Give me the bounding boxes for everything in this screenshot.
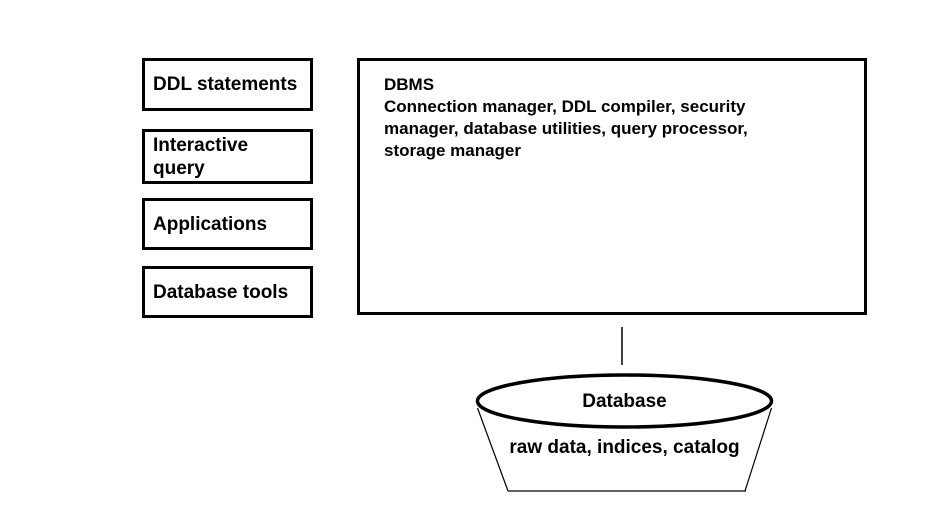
node-database-tools: Database tools (142, 266, 313, 318)
node-dbms: DBMS Connection manager, DDL compiler, s… (357, 58, 867, 315)
node-interactive-query-label: Interactive query (153, 134, 249, 179)
node-database-tools-label: Database tools (153, 281, 289, 303)
dbms-components: Connection manager, DDL compiler, securi… (384, 97, 748, 160)
database-contents: raw data, indices, catalog (509, 437, 740, 458)
node-applications-label: Applications (153, 213, 268, 235)
node-applications: Applications (142, 198, 313, 250)
dbms-title: DBMS (384, 75, 435, 94)
node-ddl-statements: DDL statements (142, 58, 313, 111)
node-interactive-query: Interactive query (142, 129, 313, 184)
database-title: Database (582, 391, 667, 412)
node-ddl-statements-label: DDL statements (153, 74, 298, 95)
